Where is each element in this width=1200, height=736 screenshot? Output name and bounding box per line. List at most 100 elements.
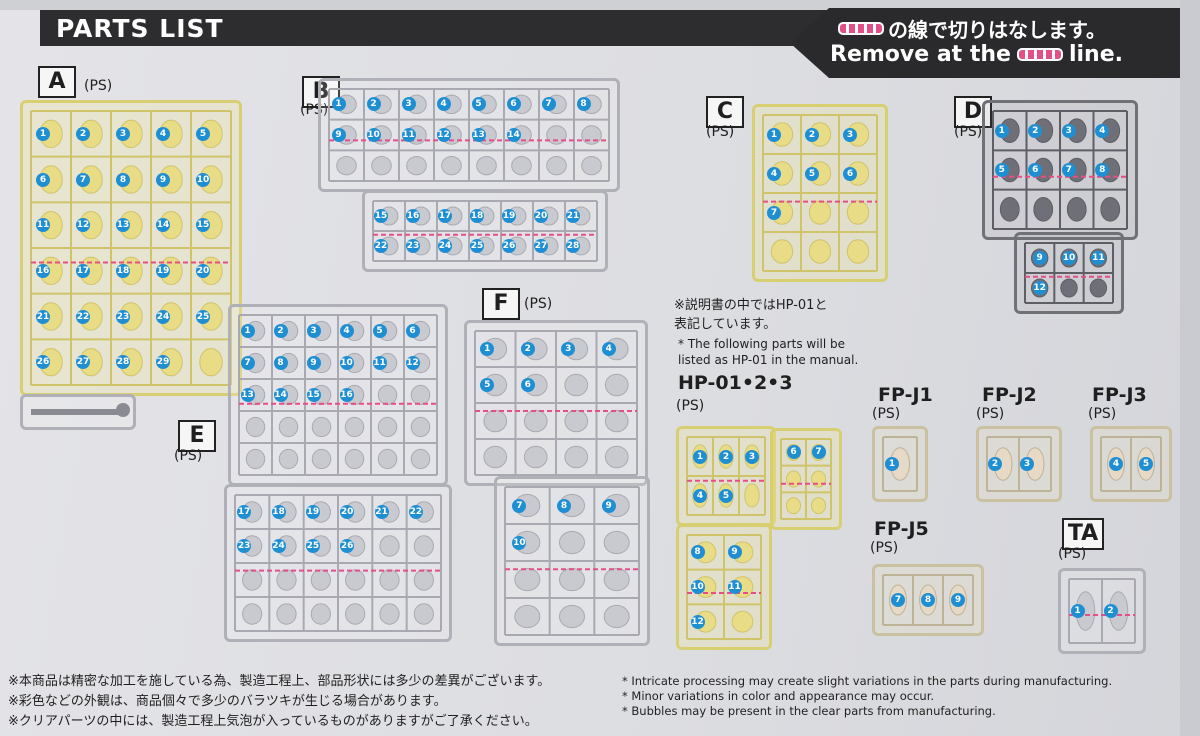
part-number-badge: 1 [480, 342, 495, 356]
part-number-badge: 20 [340, 505, 355, 519]
plastic-part [483, 445, 508, 469]
runner-a-stand [20, 394, 136, 430]
part-number-badge: 1 [885, 457, 899, 471]
part-number-badge: 9 [951, 593, 965, 607]
part-number-badge: 17 [438, 209, 452, 223]
footer-en-line: * Minor variations in color and appearan… [622, 689, 935, 703]
plastic-part [1089, 278, 1108, 298]
manual-note-en-line1: * The following parts will be [678, 337, 846, 351]
part-number-badge: 14 [156, 218, 170, 233]
part-number-badge: 14 [273, 388, 288, 402]
plastic-part [242, 569, 263, 591]
plastic-part [604, 373, 629, 397]
part-number-badge: 13 [116, 218, 130, 233]
part-number-badge: 22 [76, 309, 90, 324]
plastic-part [604, 409, 629, 433]
part-number-badge: 4 [156, 126, 170, 141]
part-number-badge: 26 [502, 239, 516, 253]
part-number-badge: 8 [1095, 163, 1110, 177]
plastic-part [476, 155, 497, 176]
part-number-badge: 7 [811, 445, 826, 460]
plastic-part [603, 567, 630, 592]
plastic-part [558, 567, 586, 592]
part-number-badge: 26 [36, 355, 50, 370]
plastic-part [558, 604, 586, 629]
manual-note-jp-line1: ※説明書の中ではHP-01と [674, 298, 828, 313]
plastic-part [603, 530, 630, 555]
part-number-badge: 8 [576, 97, 591, 112]
plastic-part [514, 604, 541, 629]
parts-list-title: PARTS LIST [56, 14, 224, 43]
part-number-badge: 7 [76, 172, 90, 187]
runner-e-material: (PS) [174, 448, 203, 464]
part-number-badge: 10 [339, 356, 354, 370]
part-number-badge: 16 [36, 263, 50, 278]
runner-f-letter: F [482, 288, 520, 320]
part-number-badge: 5 [480, 378, 495, 392]
part-number-badge: 4 [601, 342, 616, 356]
part-number-badge: 6 [843, 166, 857, 181]
part-number-badge: 2 [988, 457, 1002, 471]
part-number-badge: 6 [405, 324, 420, 338]
footer-jp-line: ※クリアパーツの中には、製造工程上気泡が入っているものがありますがご了承ください… [8, 714, 538, 729]
part-number-badge: 9 [1032, 251, 1047, 265]
part-number-badge: 10 [196, 172, 210, 187]
part-number-badge: 18 [271, 505, 286, 519]
part-number-badge: 25 [470, 239, 484, 253]
plastic-part [846, 200, 870, 225]
plastic-part [483, 409, 508, 433]
plastic-part [377, 384, 398, 406]
plastic-part [242, 603, 263, 625]
runner-fpj1-material: (PS) [872, 406, 901, 422]
part-number-badge: 1 [36, 126, 50, 141]
part-number-badge: 26 [340, 539, 355, 553]
plastic-part [371, 155, 392, 176]
plastic-part [564, 409, 589, 433]
runner-a-frame [30, 110, 232, 386]
part-number-badge: 19 [305, 505, 320, 519]
runner-ta-material: (PS) [1058, 546, 1087, 562]
part-number-badge: 11 [727, 580, 742, 594]
part-number-badge: 11 [1091, 251, 1106, 265]
plastic-part [278, 448, 299, 470]
part-number-badge: 2 [1103, 604, 1118, 618]
runner-hp-02-frame [780, 438, 832, 520]
part-number-badge: 17 [237, 505, 252, 519]
plastic-part [786, 497, 801, 515]
part-number-badge: 1 [994, 123, 1009, 138]
part-number-badge: 1 [767, 127, 781, 142]
runner-a-letter: A [38, 66, 76, 98]
plastic-part [441, 155, 462, 176]
header-bar [40, 10, 840, 46]
part-number-badge: 3 [745, 449, 759, 464]
part-number-badge: 3 [306, 324, 321, 338]
part-number-badge: 12 [1032, 281, 1047, 295]
part-number-badge: 11 [372, 356, 387, 370]
part-number-badge: 2 [273, 324, 288, 338]
part-number-badge: 3 [561, 342, 576, 356]
runner-fpj5-frame [882, 574, 974, 626]
part-number-badge: 7 [541, 97, 556, 112]
part-number-badge: 12 [405, 356, 420, 370]
plastic-part [276, 569, 297, 591]
plastic-part [564, 445, 589, 469]
runner-hp-material: (PS) [676, 398, 705, 414]
part-number-badge: 29 [156, 355, 170, 370]
part-number-badge: 28 [566, 239, 580, 253]
part-number-badge: 7 [767, 205, 781, 220]
part-number-badge: 19 [502, 209, 516, 223]
part-number-badge: 9 [331, 128, 346, 142]
plastic-part [310, 603, 331, 625]
part-number-badge: 4 [1095, 123, 1110, 138]
part-number-badge: 11 [401, 128, 416, 142]
part-number-badge: 21 [36, 309, 50, 324]
plastic-part [377, 416, 398, 438]
plastic-part [808, 239, 832, 264]
part-number-badge: 23 [116, 309, 130, 324]
